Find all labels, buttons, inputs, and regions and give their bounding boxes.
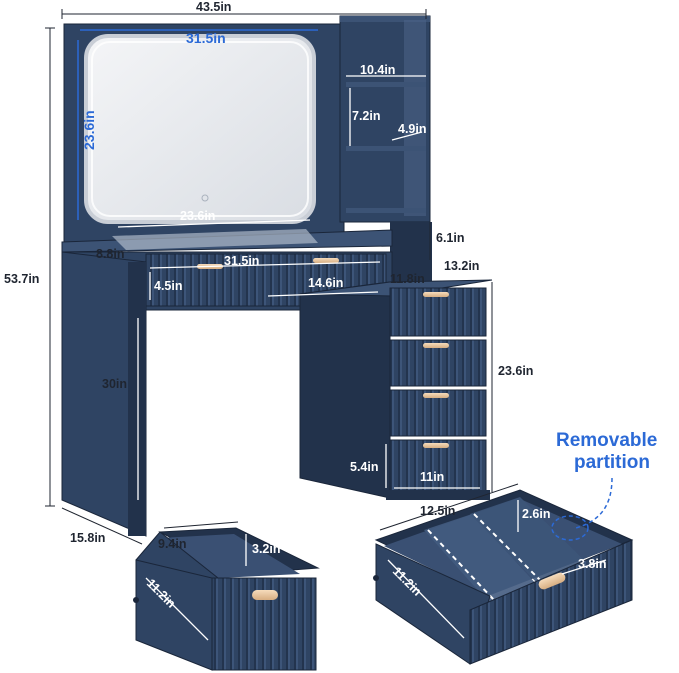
dim-cabinet-top-width: 11.8in bbox=[390, 272, 425, 286]
back-panel bbox=[390, 222, 432, 282]
dim-tabletop-depth: 8.8in bbox=[96, 247, 125, 261]
dim-cabinet-drawer-height: 5.4in bbox=[350, 460, 379, 474]
dim-drawer-inner-width: 14.6in bbox=[308, 276, 343, 290]
partition-callout-ring bbox=[551, 515, 589, 541]
mirror-light-strip bbox=[91, 41, 309, 217]
shelf-2 bbox=[346, 146, 426, 151]
dim-total-height: 53.7in bbox=[4, 272, 39, 286]
note-line-1: Removable bbox=[556, 430, 657, 451]
cabinet-handle-3 bbox=[423, 393, 449, 398]
dim-desk-depth: 15.8in bbox=[70, 531, 105, 545]
mirror-touch-button bbox=[201, 194, 209, 202]
dim-left-drawer-width: 9.4in bbox=[158, 537, 187, 551]
dim-shelf-height: 7.2in bbox=[352, 109, 381, 123]
right-drawer-partition-line-1 bbox=[427, 529, 495, 601]
left-drawer-floor bbox=[160, 534, 300, 578]
right-drawer-partition-1 bbox=[424, 514, 538, 604]
right-drawer-front bbox=[469, 539, 633, 665]
dim-cabinet-drawer-width: 11in bbox=[420, 470, 444, 484]
shelf-3 bbox=[346, 208, 426, 213]
right-drawer-partition-2 bbox=[470, 497, 590, 586]
dim-shelf-width: 10.4in bbox=[360, 63, 395, 77]
dim-cabinet-depth: 13.2in bbox=[444, 259, 479, 273]
shelf-glass-door bbox=[404, 20, 426, 216]
dim-tabletop-inner-width: 23.6in bbox=[180, 209, 215, 223]
cabinet-handle-1 bbox=[423, 292, 449, 297]
right-drawer-wheel bbox=[373, 575, 379, 581]
top-drawer-handle-right bbox=[313, 258, 339, 263]
dim-leg-height: 30in bbox=[102, 377, 127, 391]
right-open-drawer bbox=[373, 489, 634, 665]
shelf-1 bbox=[346, 82, 426, 87]
note-line-2: partition bbox=[574, 452, 650, 473]
right-drawer-partition-line-2 bbox=[473, 513, 543, 583]
dim-right-drawer-height: 2.6in bbox=[522, 507, 551, 521]
tabletop-glass bbox=[112, 229, 318, 250]
removable-partition-note: Removable partition bbox=[556, 430, 657, 473]
left-drawer-side-face bbox=[135, 559, 213, 671]
dim-cabinet-height: 23.6in bbox=[498, 364, 533, 378]
mirror bbox=[84, 34, 316, 224]
left-drawer-handle bbox=[252, 590, 278, 600]
dim-mirror-height: 23.6in bbox=[81, 110, 97, 150]
left-leg-front bbox=[128, 262, 146, 536]
dim-total-width: 43.5in bbox=[196, 0, 231, 14]
cabinet-plinth bbox=[386, 490, 490, 500]
cabinet-drawers bbox=[389, 287, 487, 493]
dim-left-drawer-height: 3.2in bbox=[252, 542, 281, 556]
partition-callout-arrow bbox=[575, 477, 613, 529]
dim-right-drawer-side: 3.8in bbox=[578, 557, 607, 571]
dim-cabinet-gap: 6.1in bbox=[436, 231, 465, 245]
dim-shelf-depth: 4.9in bbox=[398, 122, 427, 136]
shelf-tower-front-edge bbox=[340, 16, 430, 22]
dim-mirror-width: 31.5in bbox=[186, 30, 226, 46]
cabinet-handle-4 bbox=[423, 443, 449, 448]
right-drawer-handle bbox=[538, 572, 566, 590]
dimension-lines bbox=[45, 9, 613, 641]
vanity-body bbox=[61, 15, 493, 537]
left-drawer-wheel bbox=[133, 597, 139, 603]
dim-drawer-height: 4.5in bbox=[154, 279, 183, 293]
cabinet-handle-2 bbox=[423, 343, 449, 348]
dim-drawer-width: 31.5in bbox=[224, 254, 259, 268]
dim-right-drawer-width: 12.5in bbox=[420, 504, 455, 518]
cabinet-drawer-4 bbox=[389, 439, 487, 493]
